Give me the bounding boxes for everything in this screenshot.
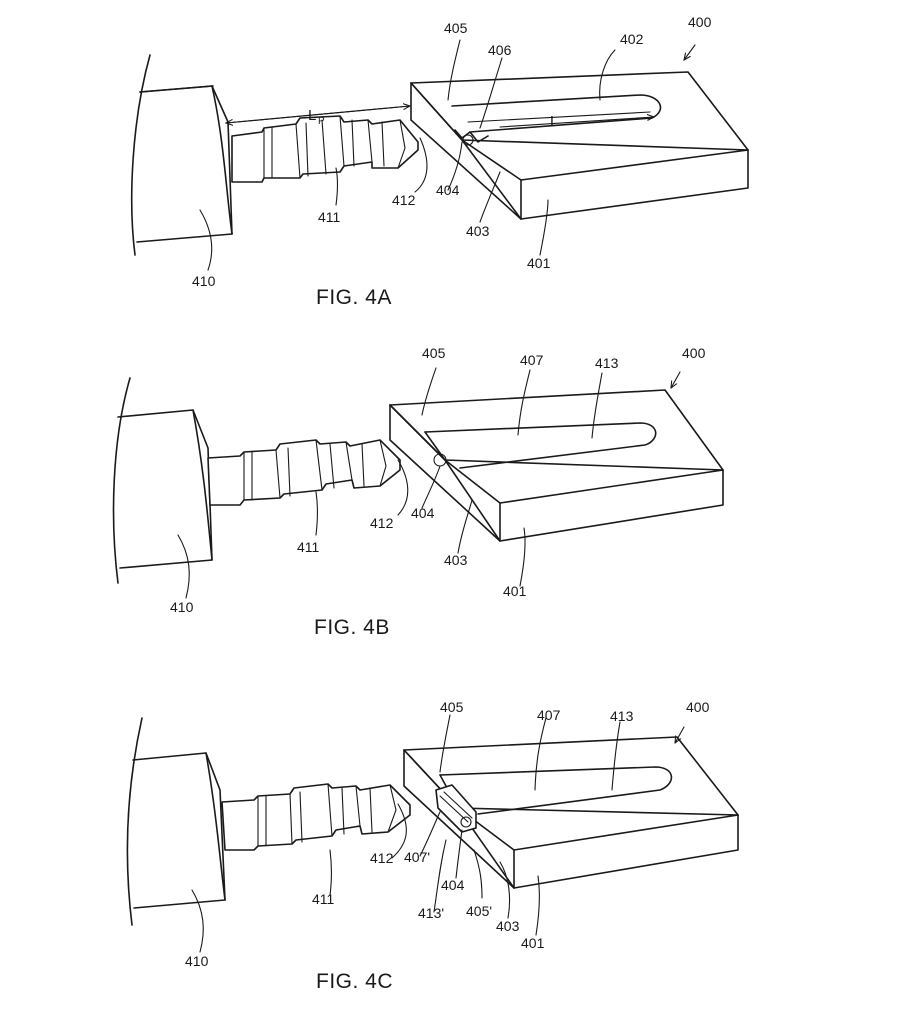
figure-4c: 400 405 407 413 412 407' 404 411 413' 40… bbox=[127, 699, 738, 993]
receptacle-401 bbox=[404, 737, 738, 888]
caption-fig-4c: FIG. 4C bbox=[316, 970, 393, 993]
label-402: 402 bbox=[620, 31, 644, 47]
label-404: 404 bbox=[436, 182, 460, 198]
label-400: 400 bbox=[682, 345, 706, 361]
label-412: 412 bbox=[370, 515, 394, 531]
label-401: 401 bbox=[503, 583, 527, 599]
label-400: 400 bbox=[686, 699, 710, 715]
label-412: 412 bbox=[370, 850, 394, 866]
label-411: 411 bbox=[297, 539, 320, 555]
figure-4a: L P L bbox=[132, 14, 748, 309]
label-lp: L bbox=[308, 107, 316, 124]
label-410: 410 bbox=[192, 273, 216, 289]
label-412: 412 bbox=[392, 192, 416, 208]
device-body-410 bbox=[132, 55, 232, 255]
label-405-prime: 405' bbox=[466, 903, 492, 919]
label-l: L bbox=[550, 113, 558, 130]
label-411: 411 bbox=[312, 891, 335, 907]
figure-4b: 400 405 407 413 404 412 411 403 401 410 … bbox=[114, 345, 723, 639]
label-403: 403 bbox=[466, 223, 490, 239]
label-413-prime: 413' bbox=[418, 905, 444, 921]
label-410: 410 bbox=[170, 599, 194, 615]
device-body-410 bbox=[127, 718, 225, 925]
caption-fig-4b: FIG. 4B bbox=[314, 616, 390, 639]
label-404: 404 bbox=[411, 505, 435, 521]
caption-fig-4a: FIG. 4A bbox=[316, 286, 392, 309]
label-401: 401 bbox=[521, 935, 545, 951]
label-413: 413 bbox=[595, 355, 619, 371]
label-400: 400 bbox=[688, 14, 712, 30]
device-body-410 bbox=[114, 378, 212, 583]
label-404: 404 bbox=[441, 877, 465, 893]
label-405: 405 bbox=[422, 345, 446, 361]
label-405: 405 bbox=[440, 699, 464, 715]
plug-411 bbox=[232, 116, 418, 182]
label-407: 407 bbox=[520, 352, 544, 368]
label-403: 403 bbox=[444, 552, 468, 568]
plug-411 bbox=[208, 440, 400, 505]
label-407: 407 bbox=[537, 707, 561, 723]
label-406: 406 bbox=[488, 42, 512, 58]
label-403: 403 bbox=[496, 918, 520, 934]
plug-411 bbox=[222, 784, 410, 850]
label-405: 405 bbox=[444, 20, 468, 36]
label-413: 413 bbox=[610, 708, 634, 724]
label-410: 410 bbox=[185, 953, 209, 969]
label-407-prime: 407' bbox=[404, 849, 430, 865]
label-401: 401 bbox=[527, 255, 551, 271]
label-lp-subscript: P bbox=[318, 116, 325, 127]
label-411: 411 bbox=[318, 209, 341, 225]
